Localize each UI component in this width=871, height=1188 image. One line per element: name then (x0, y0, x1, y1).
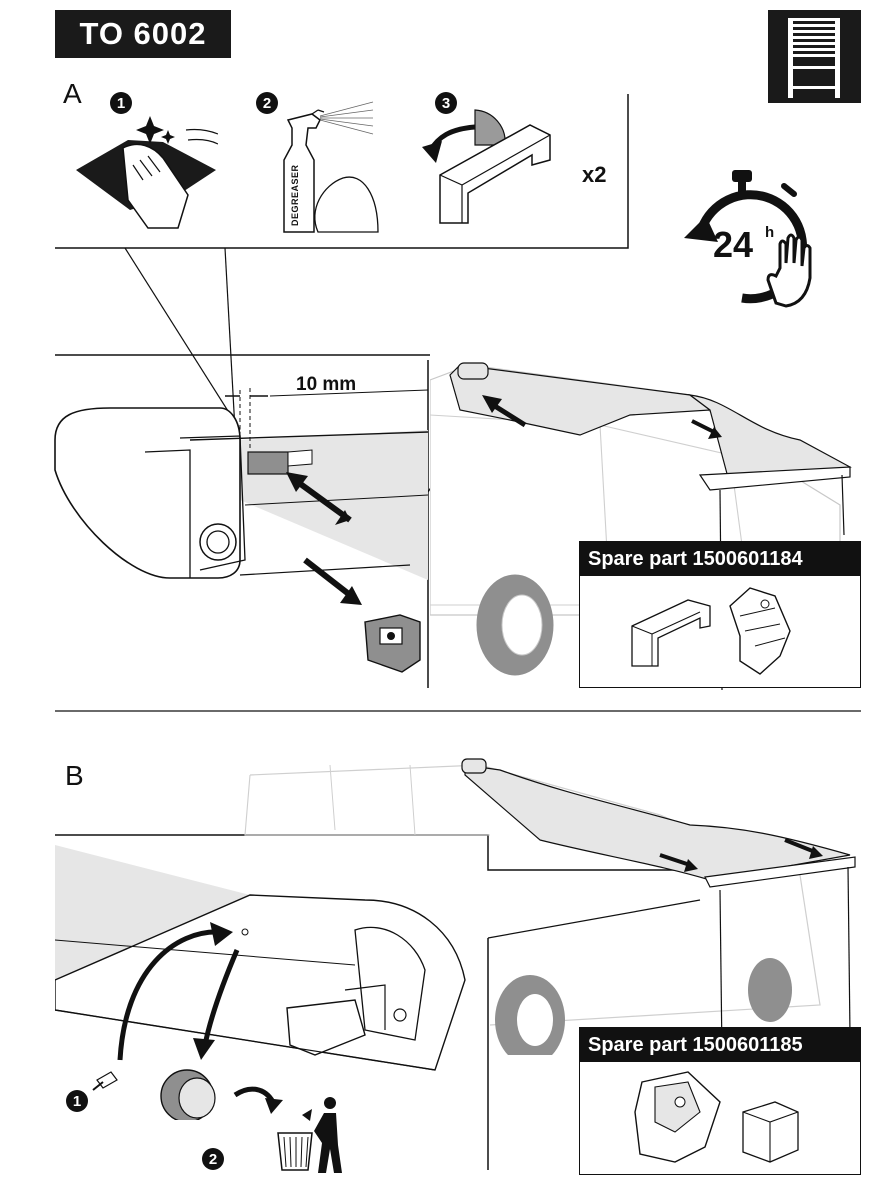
spare-part-a-label: Spare part 1500601184 (580, 542, 860, 576)
van-awning-illustration-b (244, 758, 856, 1055)
spare-part-b-illustration (634, 1071, 799, 1163)
spare-part-b-label: Spare part 1500601185 (580, 1028, 860, 1062)
section-b-label: B (65, 760, 84, 791)
spare-part-a-illustration (631, 587, 791, 675)
cleaning-cloth-illustration (76, 116, 218, 229)
spare-part-box-b: Spare part 1500601185 (579, 1027, 861, 1175)
wait-time-value: 24 (713, 224, 754, 265)
document-title: TO 6002 (55, 10, 231, 58)
bracket-adhesive-illustration (422, 109, 551, 224)
stopwatch-24h-icon (684, 170, 812, 308)
quantity-label: x2 (582, 162, 607, 187)
awning-end-cap-b-illustration (55, 845, 466, 1120)
tool-box-icon (768, 10, 861, 103)
section-a-step-2: 2 (256, 92, 278, 114)
distance-label: 10 mm (296, 374, 357, 395)
section-b-step-1: 1 (66, 1090, 88, 1112)
trash-bin-icon (277, 1097, 342, 1173)
spare-part-box-a: Spare part 1500601184 (579, 541, 861, 688)
section-a-label: A (63, 78, 82, 109)
degreaser-label: DEGREASER (290, 164, 300, 226)
wait-time-unit: h (765, 224, 775, 241)
awning-end-cap-illustration (54, 388, 428, 673)
section-b-step-2: 2 (202, 1148, 224, 1170)
